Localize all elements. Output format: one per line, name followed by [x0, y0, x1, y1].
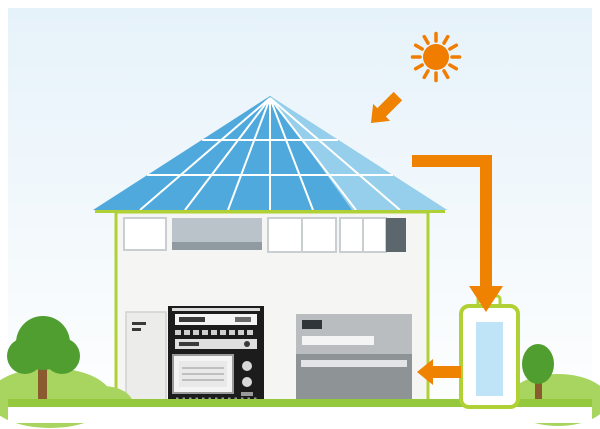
vent-body	[172, 218, 262, 242]
display-indicator	[244, 341, 250, 347]
cabinet-body	[125, 311, 167, 405]
sunlight-arrow-icon	[371, 91, 403, 123]
appliance-button	[202, 330, 208, 335]
ground-mask	[8, 407, 592, 423]
sun-ray	[413, 63, 424, 71]
left-tree	[7, 316, 80, 404]
kitchen-cabinet	[125, 311, 167, 405]
appliance-button	[220, 330, 226, 335]
tree-foliage	[522, 344, 554, 384]
ground-strip	[8, 399, 592, 407]
sun-rays	[410, 31, 462, 83]
second-floor-dark-panel	[386, 218, 406, 252]
appliance-display-secondary	[175, 339, 257, 349]
appliance-knob	[242, 377, 252, 387]
tree-foliage	[7, 316, 80, 374]
tree-trunk	[38, 366, 47, 404]
appliance-button	[238, 330, 244, 335]
display-mark	[179, 342, 199, 346]
sun-core	[423, 44, 449, 70]
second-floor-window-right	[339, 217, 387, 253]
battery-to-house-arrowhead	[417, 359, 461, 385]
kitchen-appliance-stack	[168, 306, 264, 404]
vent-underside	[172, 242, 262, 250]
dishwasher-handle	[301, 360, 407, 367]
dishwasher-control-chip	[302, 320, 322, 329]
foliage-lobe	[16, 316, 70, 370]
sun-ray	[442, 69, 450, 80]
second-floor-window-left	[123, 217, 167, 251]
appliance-button	[211, 330, 217, 335]
appliance-button	[175, 330, 181, 335]
appliance-button	[229, 330, 235, 335]
roof-grid-line	[227, 97, 271, 211]
roof-panel-face-light	[270, 96, 447, 210]
second-floor-window-center	[267, 217, 337, 253]
appliance-switch	[241, 392, 253, 396]
roof-grid-line	[184, 97, 271, 211]
dishwasher-slot	[302, 336, 374, 345]
sun-ray	[448, 63, 459, 71]
appliance-knob	[242, 361, 252, 371]
storage-battery	[459, 294, 520, 409]
sun-ray	[448, 43, 459, 51]
sun-ray	[422, 69, 430, 80]
sun-ray	[422, 34, 430, 45]
appliance-display	[175, 314, 257, 325]
display-mark	[179, 317, 205, 322]
sun-ray	[413, 43, 424, 51]
energy-flow-arrowhead	[469, 286, 503, 312]
microwave-window	[172, 354, 234, 394]
display-mark	[235, 317, 251, 322]
sun-ray	[442, 34, 450, 45]
range-hood-vent	[172, 218, 262, 250]
appliance-top-trim	[172, 308, 260, 311]
battery-to-house-arrow	[417, 359, 461, 385]
roof-grid-line	[139, 97, 271, 211]
roof-panel-grid	[139, 97, 401, 211]
appliance-button-row	[175, 330, 253, 335]
appliance-button	[247, 330, 253, 335]
appliance-button	[193, 330, 199, 335]
roof-grid-line	[269, 97, 314, 211]
right-tree	[522, 344, 554, 404]
sunlight-arrowhead	[371, 91, 403, 123]
dishwasher	[296, 314, 412, 404]
cabinet-mark	[132, 322, 146, 325]
sun-icon	[410, 31, 462, 83]
tree-trunk	[535, 380, 542, 404]
roof-grid-line	[269, 97, 401, 211]
appliance-button	[184, 330, 190, 335]
house	[114, 210, 430, 406]
energy-flow-pipe	[412, 155, 492, 288]
roof-grid-line	[269, 97, 357, 211]
cabinet-mark	[132, 328, 141, 331]
battery-charge-level	[476, 322, 503, 396]
